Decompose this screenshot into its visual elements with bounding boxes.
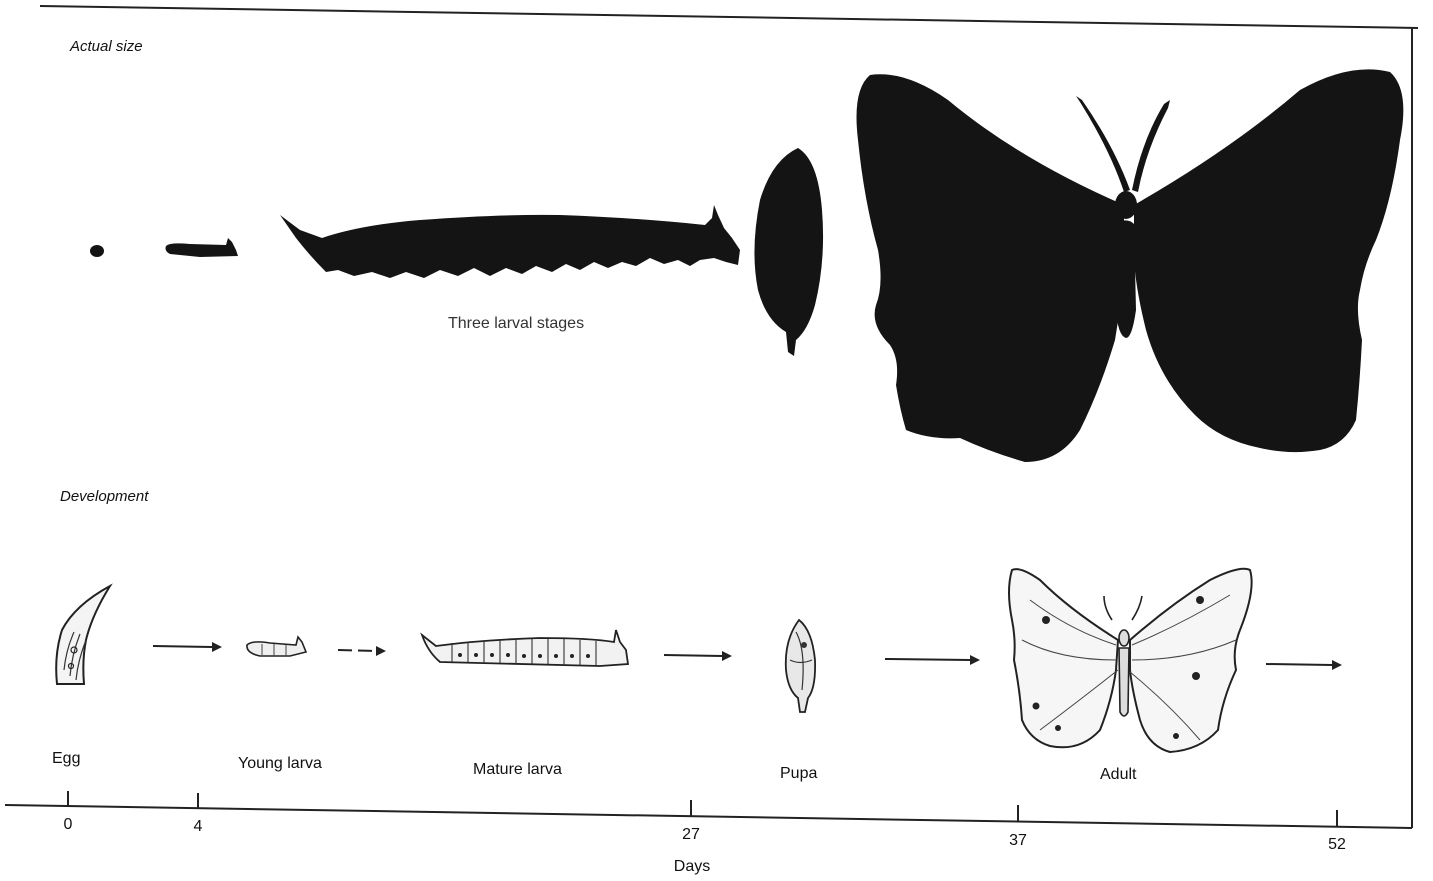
tick-label-4: 4 [194,818,203,836]
butterfly-icon [1009,569,1252,752]
tick-label-27: 27 [682,826,700,844]
larva-icon [280,205,740,278]
arrow-icon [1266,660,1342,670]
arrow-icon [153,642,222,652]
stage-label-young-larva: Young larva [238,755,322,773]
tick-label-37: 37 [1009,832,1027,850]
pupa-icon [786,620,815,712]
stage-label-mature-larva: Mature larva [473,761,562,779]
larval-stages-annotation: Three larval stages [448,315,584,333]
tick-label-52: 52 [1328,836,1346,854]
larva-icon [166,238,239,257]
stage-label-pupa: Pupa [780,765,817,783]
egg-icon [56,586,110,684]
arrow-icon [664,651,732,661]
stage-label-egg: Egg [52,750,80,768]
tick-label-0: 0 [64,816,73,834]
arrow-icon [885,655,980,665]
larva-icon [247,637,306,656]
days-axis-line [5,805,1412,828]
frame-top-line [40,6,1418,28]
egg-icon [90,245,104,257]
axis-title-days: Days [674,858,710,876]
larva-icon [422,630,628,666]
arrow-icon [338,646,386,656]
actual-size-label: Actual size [70,38,143,55]
development-label: Development [60,488,148,505]
pupa-icon [754,148,823,356]
stage-label-adult: Adult [1100,766,1136,784]
butterfly-icon [857,69,1404,462]
